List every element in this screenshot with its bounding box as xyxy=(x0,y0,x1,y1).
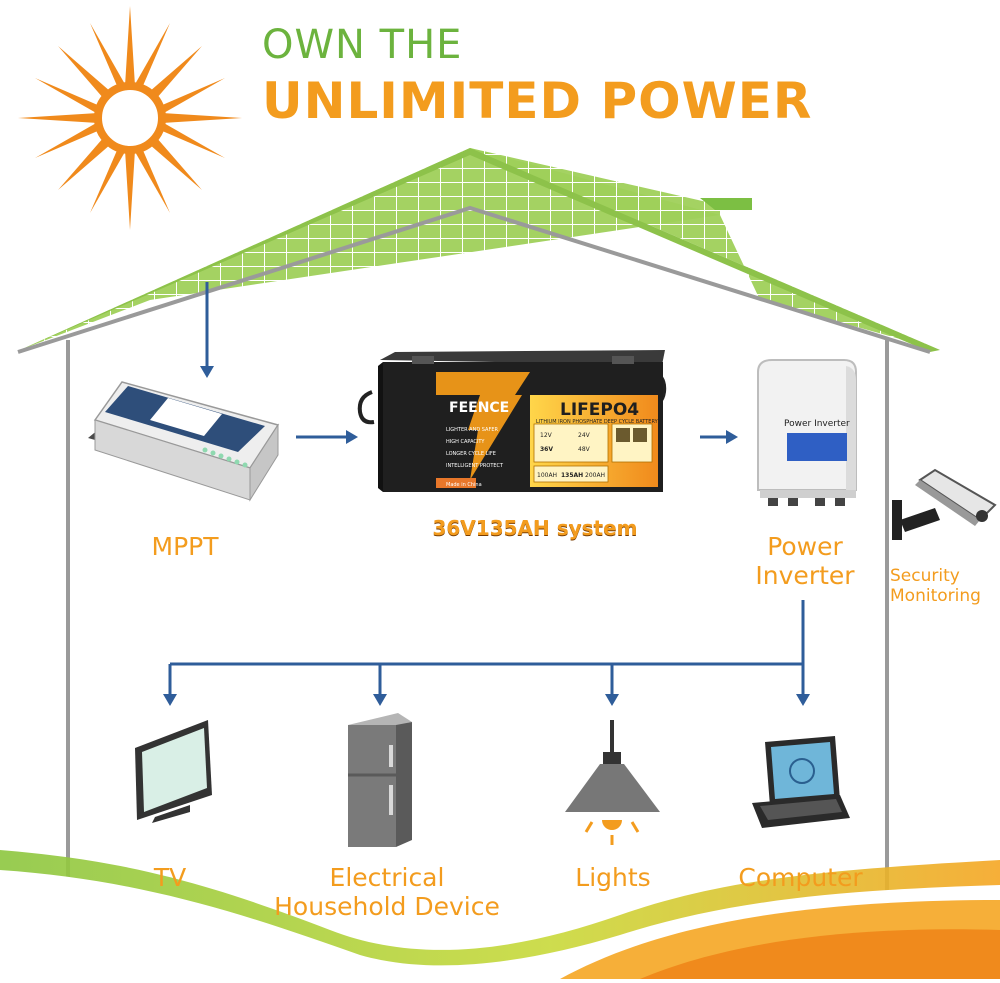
refrigerator-icon xyxy=(348,713,412,847)
power-inverter-icon: Power Inverter xyxy=(757,359,857,506)
mppt-label: MPPT xyxy=(151,532,219,561)
battery-brand: FEENCE xyxy=(449,400,509,416)
battery-system-label: 36V135AH system xyxy=(432,516,638,540)
electrical-label-line2: Household Device xyxy=(274,891,500,921)
battery-origin: Made in China xyxy=(446,482,482,488)
security-label-line2: Monitoring xyxy=(890,585,981,606)
security-camera-icon xyxy=(892,468,997,540)
flow-arrows xyxy=(168,282,805,696)
battery-subtitle: LITHIUM IRON PHOSPHATE DEEP CYCLE BATTER… xyxy=(536,419,659,425)
security-label-line1: Security xyxy=(890,566,960,586)
battery-voltage: 24V xyxy=(578,432,591,439)
ground-swoosh xyxy=(0,850,1000,979)
mppt-controller-icon xyxy=(88,381,280,502)
tv-icon xyxy=(135,720,212,823)
electrical-label-line1: Electrical xyxy=(329,863,445,892)
inverter-label-line2: Inverter xyxy=(755,560,855,590)
inverter-label: Power Inverter xyxy=(740,532,870,591)
battery-feature: LONGER CYCLE LIFE xyxy=(446,451,496,457)
inverter-panel-label: Power Inverter xyxy=(784,419,850,429)
battery-feature: INTELLIGENT PROTECT xyxy=(446,463,504,469)
solar-roof xyxy=(20,148,940,352)
battery-voltage: 48V xyxy=(578,446,591,453)
sun-icon xyxy=(18,6,242,230)
headline-line1: OWN THE xyxy=(262,22,463,68)
lights-label: Lights xyxy=(575,863,651,892)
computer-label: Computer xyxy=(738,863,863,892)
lifepo4-battery-icon: FEENCE LIFEPO4 LITHIUM IRON PHOSPHATE DE… xyxy=(357,350,667,492)
battery-feature: HIGH CAPACITY xyxy=(446,439,485,445)
battery-capacity: 100AH xyxy=(537,472,557,479)
headline-line2: UNLIMITED POWER xyxy=(262,72,813,130)
battery-capacity: 200AH xyxy=(585,472,605,479)
tv-label: TV xyxy=(153,863,187,892)
security-label: Security Monitoring xyxy=(890,566,998,606)
battery-voltage: 36V xyxy=(540,446,553,453)
battery-model: LIFEPO4 xyxy=(560,400,639,420)
arrow-heads xyxy=(163,366,810,706)
ceiling-light-icon xyxy=(565,720,660,845)
electrical-label: Electrical Household Device xyxy=(262,863,512,922)
battery-capacity: 135AH xyxy=(561,472,583,479)
battery-feature: LIGHTER AND SAFER xyxy=(446,427,498,433)
inverter-label-line1: Power xyxy=(767,532,843,561)
battery-voltage: 12V xyxy=(540,432,553,439)
laptop-icon xyxy=(752,736,850,828)
